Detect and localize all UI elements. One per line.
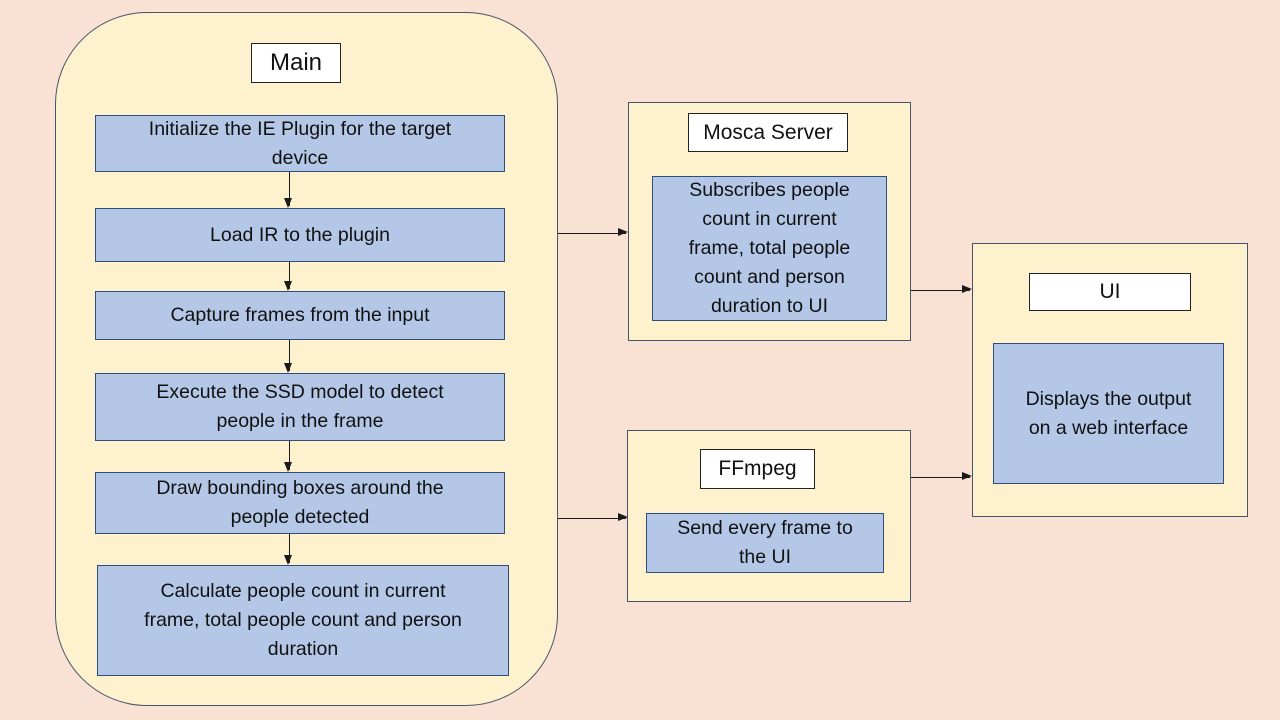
arrow-step1-to-step2	[284, 172, 293, 208]
step-calculate-people-count: Calculate people count in current frame,…	[97, 565, 509, 676]
ui-displays-output-node: Displays the output on a web interface	[993, 343, 1224, 484]
arrow-step3-to-step4	[284, 340, 293, 373]
step-initialize-ie-plugin: Initialize the IE Plugin for the target …	[95, 115, 505, 172]
arrow-step5-to-step6	[284, 534, 293, 565]
step-capture-frames: Capture frames from the input	[95, 291, 505, 340]
ffmpeg-title: FFmpeg	[700, 449, 815, 489]
mosca-subscribes-node: Subscribes people count in current frame…	[652, 176, 887, 321]
arrow-main-to-ffmpeg	[558, 513, 628, 522]
ui-title: UI	[1029, 273, 1191, 311]
mosca-server-title: Mosca Server	[688, 113, 848, 152]
arrow-main-to-mosca	[558, 228, 628, 237]
step-execute-ssd-model: Execute the SSD model to detect people i…	[95, 373, 505, 441]
ffmpeg-send-frame-node: Send every frame to the UI	[646, 513, 884, 573]
step-load-ir: Load IR to the plugin	[95, 208, 505, 262]
main-title: Main	[251, 43, 341, 83]
step-draw-bounding-boxes: Draw bounding boxes around the people de…	[95, 472, 505, 534]
arrow-ffmpeg-to-ui	[911, 472, 972, 481]
arrow-mosca-to-ui	[911, 285, 972, 294]
arrow-step2-to-step3	[284, 262, 293, 291]
main-title-label: Main	[269, 49, 323, 76]
mosca-server-title-label: Mosca Server	[703, 120, 833, 144]
arrow-step4-to-step5	[284, 441, 293, 472]
ui-title-label: UI	[1099, 280, 1121, 303]
ffmpeg-title-label: FFmpeg	[718, 457, 797, 480]
